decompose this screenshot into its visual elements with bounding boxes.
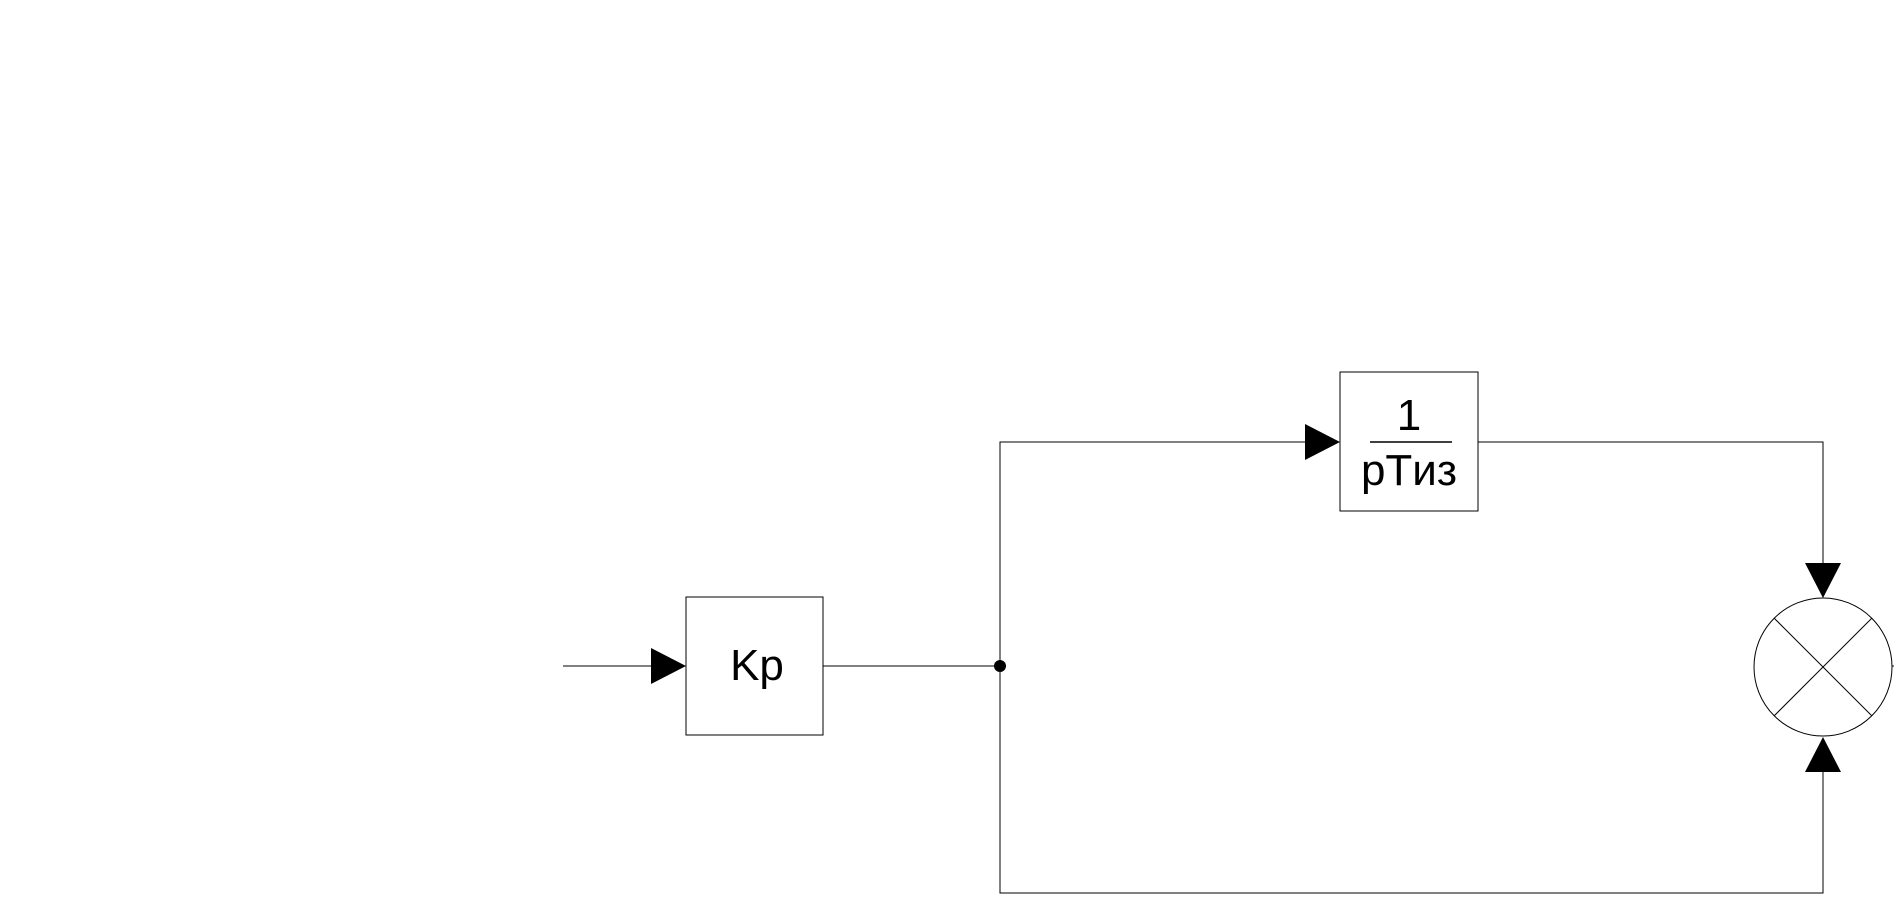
gain-label: Kp	[730, 641, 784, 690]
integrator-denominator: pTиз	[1361, 446, 1457, 495]
upper-branch-line	[999, 441, 1305, 666]
integrator-input-arrowhead	[1305, 424, 1340, 460]
summer-cross-line-b	[1773, 617, 1873, 717]
integrator-numerator: 1	[1397, 391, 1421, 440]
gain-block	[685, 596, 824, 736]
summer-top-arrowhead	[1805, 563, 1841, 598]
input-arrowhead	[651, 648, 686, 684]
summing-junction	[1753, 597, 1893, 737]
integrator-output-line	[1478, 441, 1824, 563]
summer-bottom-arrowhead	[1805, 737, 1841, 772]
lower-branch-line	[999, 666, 1824, 894]
